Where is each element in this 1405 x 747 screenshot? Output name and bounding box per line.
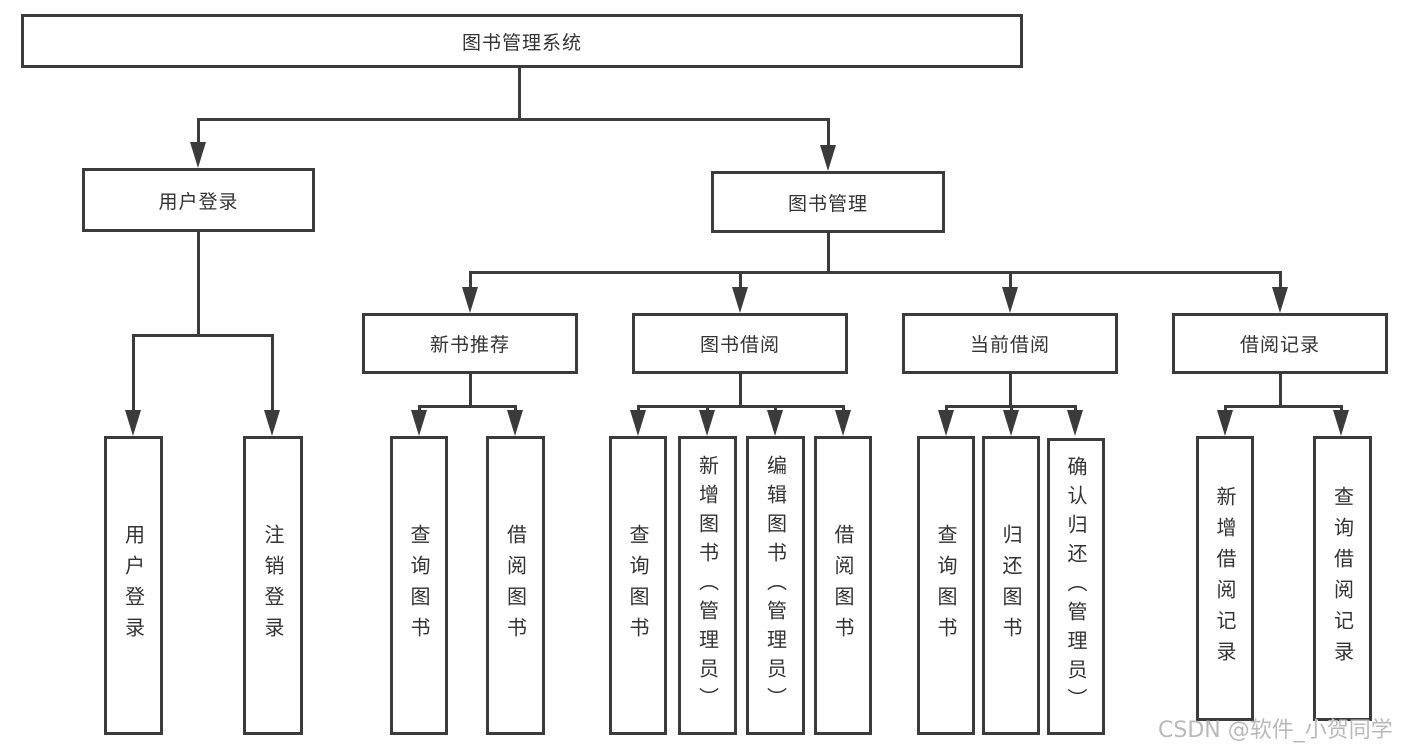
connector-ul-horizontal xyxy=(132,334,274,337)
leaf-cb-return-book-label: 归还图书 xyxy=(999,523,1023,648)
arrowhead-down-user-login xyxy=(190,142,206,168)
connector-drop-cb-2 xyxy=(1010,405,1013,413)
arrowhead-down-nbr-1 xyxy=(411,410,427,436)
node-borrow-records-label: 借阅记录 xyxy=(1239,334,1320,356)
connector-drop-bb-4 xyxy=(842,405,845,413)
arrowhead-down-cb-3 xyxy=(1067,410,1083,436)
arrowhead-down-ul-2 xyxy=(264,410,280,436)
leaf-bb-edit-book: 编辑图书（管理员） xyxy=(746,436,805,735)
connector-br-horizontal xyxy=(1224,405,1343,408)
csdn-watermark: CSDN @软件_小贺同学 xyxy=(1158,718,1393,743)
arrowhead-down-cb-1 xyxy=(938,410,954,436)
leaf-bb-add-book: 新增图书（管理员） xyxy=(678,436,737,735)
leaf-bb-edit-book-label: 编辑图书（管理员） xyxy=(763,455,788,716)
connector-nbr-stem xyxy=(469,374,472,408)
leaf-br-add-record-label: 新增借阅记录 xyxy=(1213,485,1237,672)
connector-bb-horizontal xyxy=(637,405,845,408)
arrowhead-down-l3-4 xyxy=(1272,287,1288,313)
arrowhead-down-bb-4 xyxy=(835,410,851,436)
connector-bm-stem xyxy=(827,233,830,273)
connector-drop-book-mgmt xyxy=(827,118,830,147)
connector-drop-l3-3 xyxy=(1009,271,1012,289)
leaf-bb-borrow-book-label: 借阅图书 xyxy=(831,523,855,648)
connector-drop-nbr-1 xyxy=(418,405,421,413)
connector-drop-l3-4 xyxy=(1279,271,1282,289)
connector-drop-bb-3 xyxy=(774,405,777,413)
connector-drop-br-1 xyxy=(1224,405,1227,413)
node-root: 图书管理系统 xyxy=(21,14,1023,68)
leaf-br-query-record-label: 查询借阅记录 xyxy=(1330,485,1355,672)
connector-root-stem xyxy=(518,68,521,120)
connector-drop-user-login xyxy=(197,118,200,144)
node-user-login-label: 用户登录 xyxy=(158,190,239,213)
leaf-nbr-query-book: 查询图书 xyxy=(390,436,448,735)
node-borrow-records: 借阅记录 xyxy=(1172,313,1388,374)
leaf-br-query-record: 查询借阅记录 xyxy=(1313,436,1372,721)
arrowhead-down-bb-1 xyxy=(630,410,646,436)
connector-cb-stem xyxy=(1009,374,1012,408)
connector-root-horizontal xyxy=(197,118,830,121)
leaf-logout: 注销登录 xyxy=(243,436,303,735)
leaf-nbr-query-book-label: 查询图书 xyxy=(407,523,431,648)
connector-drop-br-2 xyxy=(1340,405,1343,413)
connector-drop-cb-3 xyxy=(1074,405,1077,413)
arrowhead-down-ul-1 xyxy=(125,410,141,436)
node-book-borrow: 图书借阅 xyxy=(632,313,848,374)
arrowhead-down-nbr-2 xyxy=(507,410,523,436)
connector-br-stem xyxy=(1279,374,1282,408)
connector-drop-bb-1 xyxy=(637,405,640,413)
arrowhead-down-br-2 xyxy=(1333,410,1349,436)
leaf-logout-label: 注销登录 xyxy=(261,523,285,648)
arrowhead-down-l3-2 xyxy=(732,287,748,313)
connector-nbr-horizontal xyxy=(418,405,517,408)
arrowhead-down-l3-3 xyxy=(1002,287,1018,313)
leaf-bb-query-book: 查询图书 xyxy=(609,436,667,735)
arrowhead-down-cb-2 xyxy=(1003,410,1019,436)
leaf-cb-return-book: 归还图书 xyxy=(982,436,1040,735)
node-new-book-rec-label: 新书推荐 xyxy=(429,334,510,356)
arrowhead-down-bb-3 xyxy=(767,410,783,436)
connector-drop-nbr-2 xyxy=(514,405,517,413)
connector-drop-ul-2 xyxy=(271,334,274,410)
connector-drop-bb-2 xyxy=(706,405,709,413)
node-current-borrow: 当前借阅 xyxy=(902,313,1118,374)
node-new-book-rec: 新书推荐 xyxy=(362,313,578,374)
arrowhead-down-book-mgmt xyxy=(820,145,836,171)
connector-drop-l3-1 xyxy=(469,271,472,289)
node-user-login: 用户登录 xyxy=(82,168,315,232)
arrowhead-down-bb-2 xyxy=(699,410,715,436)
node-book-mgmt-label: 图书管理 xyxy=(787,192,868,215)
connector-drop-l3-2 xyxy=(739,271,742,289)
node-current-borrow-label: 当前借阅 xyxy=(969,334,1050,356)
leaf-cb-confirm-return: 确认归还（管理员） xyxy=(1047,438,1105,735)
leaf-bb-query-book-label: 查询图书 xyxy=(626,523,650,648)
node-root-label: 图书管理系统 xyxy=(461,31,582,54)
node-book-mgmt: 图书管理 xyxy=(711,171,945,233)
leaf-nbr-borrow-book-label: 借阅图书 xyxy=(503,523,528,648)
leaf-cb-query-book-label: 查询图书 xyxy=(934,523,958,648)
connector-bm-horizontal xyxy=(469,271,1282,274)
arrowhead-down-br-1 xyxy=(1217,410,1233,436)
leaf-nbr-borrow-book: 借阅图书 xyxy=(486,436,545,735)
leaf-bb-borrow-book: 借阅图书 xyxy=(814,436,872,735)
connector-drop-ul-1 xyxy=(132,334,135,410)
leaf-cb-query-book: 查询图书 xyxy=(917,436,975,735)
leaf-user-login-label: 用户登录 xyxy=(121,523,146,648)
connector-ul-stem xyxy=(197,232,200,336)
node-book-borrow-label: 图书借阅 xyxy=(699,334,780,356)
connector-drop-cb-1 xyxy=(945,405,948,413)
connector-bb-stem xyxy=(739,374,742,408)
leaf-user-login: 用户登录 xyxy=(104,436,163,735)
leaf-br-add-record: 新增借阅记录 xyxy=(1196,436,1254,721)
leaf-cb-confirm-return-label: 确认归还（管理员） xyxy=(1064,456,1088,717)
arrowhead-down-l3-1 xyxy=(462,287,478,313)
leaf-bb-add-book-label: 新增图书（管理员） xyxy=(695,455,720,716)
